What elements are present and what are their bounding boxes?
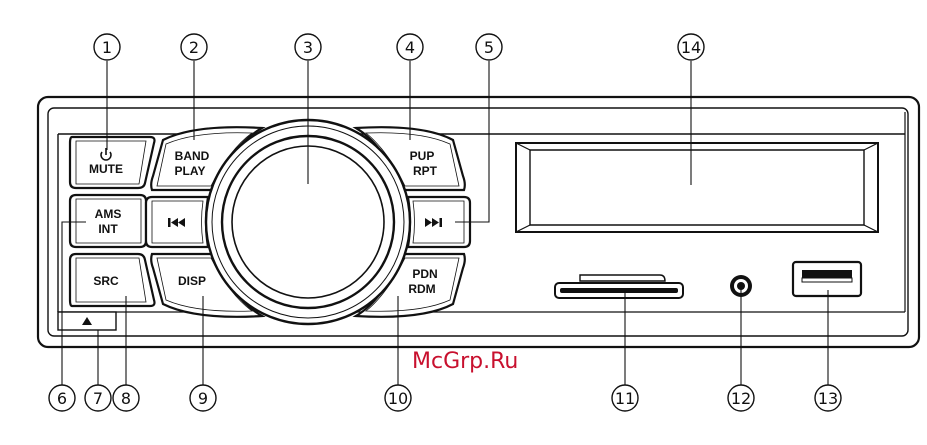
disp-label: DISP [178,274,206,288]
callout-leaders [61,61,829,385]
band-label: BAND [175,149,210,163]
play-label: PLAY [175,164,206,178]
svg-text:13: 13 [818,389,838,408]
svg-text:3: 3 [303,38,313,57]
power-icon [100,148,112,161]
svg-text:10: 10 [388,389,408,408]
usb-port[interactable] [791,260,863,298]
volume-knob[interactable] [204,118,412,326]
callout-12: 12 [727,384,755,412]
outer-frame [36,95,921,349]
callout-9: 9 [189,384,217,412]
sd-card-slot[interactable] [554,274,684,299]
callout-7: 7 [84,384,112,412]
svg-text:14: 14 [681,38,701,57]
ams-label: AMS [95,207,122,221]
svg-text:2: 2 [189,38,199,57]
callout-13: 13 [814,384,842,412]
svg-text:4: 4 [405,38,415,57]
next-button[interactable] [406,195,472,249]
band-play-button[interactable]: BAND PLAY [150,126,266,192]
svg-text:7: 7 [93,389,103,408]
callout-11: 11 [611,384,639,412]
prev-button[interactable] [144,195,210,249]
svg-text:11: 11 [615,389,635,408]
skip-previous-icon [168,218,185,227]
svg-text:5: 5 [484,38,494,57]
callout-10: 10 [384,384,412,412]
callout-2: 2 [180,33,208,61]
callout-4: 4 [396,33,424,61]
rpt-label: RPT [413,164,438,178]
lcd-display [515,142,879,233]
mute-button[interactable]: MUTE [68,135,156,190]
rdm-label: RDM [408,282,435,296]
ams-int-button[interactable]: AMS INT [68,193,148,249]
svg-text:6: 6 [57,389,67,408]
inner-frame [47,107,909,337]
callout-5: 5 [475,33,503,61]
pdn-rdm-button[interactable]: PDN RDM [352,252,466,318]
src-label: SRC [93,274,119,288]
int-label: INT [98,222,118,236]
callout-6: 6 [48,384,76,412]
callout-3: 3 [294,33,322,61]
svg-text:9: 9 [198,389,208,408]
skip-next-icon [425,218,442,227]
callout-14: 14 [677,33,705,61]
eject-icon [82,317,92,325]
src-button[interactable]: SRC [68,252,156,308]
mute-label: MUTE [89,162,123,176]
svg-text:12: 12 [731,389,751,408]
callout-8: 8 [112,384,140,412]
pdn-label: PDN [412,267,437,281]
pup-label: PUP [410,149,435,163]
eject-button[interactable] [57,311,117,331]
callout-1: 1 [93,33,121,61]
svg-text:1: 1 [102,38,112,57]
watermark-text: McGrp.Ru [412,349,518,374]
svg-text:8: 8 [121,389,131,408]
